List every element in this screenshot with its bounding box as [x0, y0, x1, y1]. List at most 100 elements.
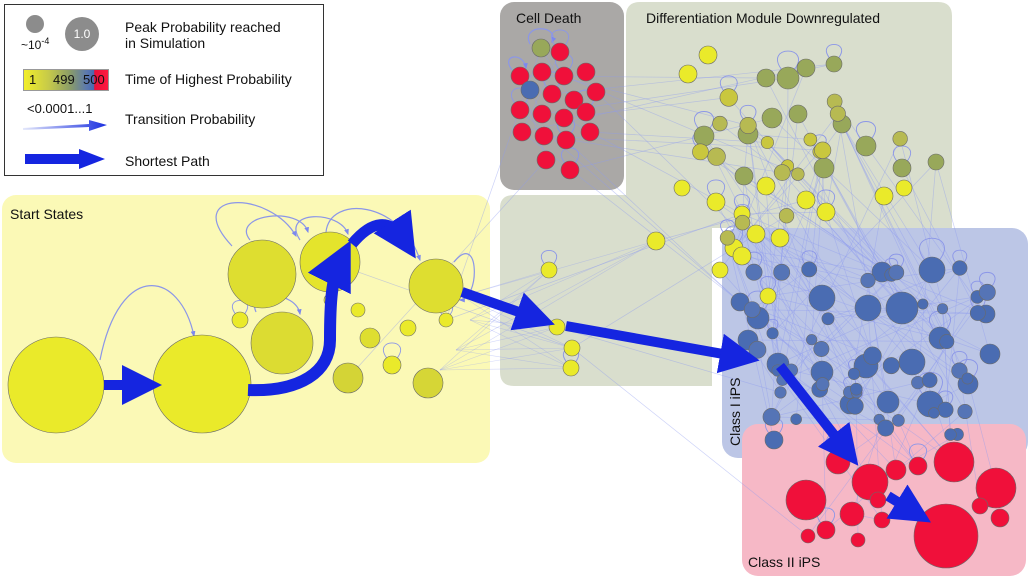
peak-small-mantissa: ~10	[21, 38, 42, 52]
shortest-path-segment	[460, 287, 555, 331]
state-node	[759, 287, 777, 305]
transition-edge	[519, 109, 741, 303]
state-node	[892, 414, 905, 427]
transition-edge	[747, 339, 947, 342]
state-node	[877, 419, 895, 437]
state-node	[773, 263, 791, 281]
transition-edge	[747, 125, 856, 407]
self-loop-edge	[720, 75, 738, 91]
self-loop-edge	[952, 249, 967, 263]
state-node	[816, 520, 836, 540]
transition-edge	[797, 173, 924, 305]
transition-edge	[461, 240, 657, 297]
state-node	[790, 413, 802, 425]
transition-edge	[747, 125, 769, 297]
state-node	[873, 511, 891, 529]
self-loop-edge	[979, 272, 996, 287]
peak-large-value: 1.0	[73, 27, 91, 41]
peak-small-circle	[26, 15, 44, 33]
peak-large-circle	[65, 17, 99, 51]
transition-edge	[743, 175, 943, 310]
state-node	[952, 260, 968, 276]
transition-edge	[461, 269, 550, 297]
shortest-path-segment	[885, 484, 932, 523]
transition-edge	[849, 267, 961, 405]
self-loop-edge	[777, 50, 799, 70]
state-node	[698, 45, 718, 65]
state-node	[796, 58, 816, 78]
self-loop-edge	[295, 216, 349, 241]
self-loop-edge	[856, 121, 876, 139]
state-node	[921, 372, 938, 388]
transition-edge	[469, 319, 573, 349]
state-node	[808, 284, 836, 312]
peak-small-exponent: -4	[41, 36, 50, 46]
time-highest-probability-text: Time of Highest Probability	[125, 71, 292, 87]
transition-edge	[439, 269, 550, 371]
transition-edge	[854, 269, 933, 407]
state-node	[510, 100, 530, 120]
state-node	[152, 334, 252, 434]
state-node	[760, 135, 774, 150]
state-node	[408, 258, 464, 314]
transition-edge	[811, 167, 825, 340]
state-node	[412, 367, 444, 399]
state-node	[743, 301, 761, 318]
state-node	[800, 528, 816, 544]
state-node	[813, 157, 835, 179]
self-loop-edge	[541, 250, 557, 264]
transition-edge	[461, 295, 572, 369]
state-node	[816, 202, 836, 222]
transition-edge	[751, 269, 810, 310]
state-node	[829, 105, 846, 122]
state-node	[766, 327, 779, 340]
state-node	[693, 125, 715, 147]
state-node	[739, 116, 757, 135]
state-nodes	[7, 38, 1017, 569]
state-node	[732, 246, 752, 266]
transition-edge	[782, 150, 823, 381]
shortest-path-segment	[247, 240, 351, 397]
state-node	[933, 441, 975, 483]
state-node	[764, 430, 784, 450]
transition-edge	[771, 117, 933, 271]
state-node	[927, 153, 945, 171]
state-node	[788, 104, 808, 124]
state-node	[975, 467, 1017, 509]
state-node	[231, 311, 249, 329]
state-node	[534, 126, 554, 146]
state-node	[531, 38, 551, 58]
state-node	[350, 302, 366, 318]
state-node	[806, 334, 818, 346]
transition-arrow-icon	[23, 120, 107, 131]
class2-ips-label: Class II iPS	[748, 554, 821, 570]
state-node	[542, 84, 562, 104]
state-node	[803, 132, 818, 147]
state-node	[227, 239, 297, 309]
transition-edge	[767, 295, 941, 339]
transition-edge	[439, 347, 573, 371]
state-node	[778, 208, 795, 224]
transition-edge	[595, 91, 782, 273]
self-loop-edge	[99, 285, 196, 361]
state-node	[250, 311, 314, 375]
state-node	[563, 339, 581, 357]
self-loop-edge	[734, 194, 750, 208]
transition-edge	[719, 269, 823, 385]
self-loop-edge	[232, 300, 248, 314]
state-node	[869, 491, 887, 509]
transition-edge	[455, 240, 657, 351]
state-node	[957, 403, 973, 420]
transition-edge	[716, 156, 930, 381]
state-node	[796, 190, 816, 210]
transition-edge	[935, 161, 991, 355]
state-node	[438, 312, 454, 328]
state-node	[825, 449, 851, 475]
shortest-path-arrow-icon	[25, 149, 105, 169]
transition-edge	[747, 133, 811, 140]
state-node	[554, 108, 574, 128]
state-node	[990, 508, 1010, 528]
state-node	[882, 357, 900, 375]
state-node	[560, 160, 580, 180]
